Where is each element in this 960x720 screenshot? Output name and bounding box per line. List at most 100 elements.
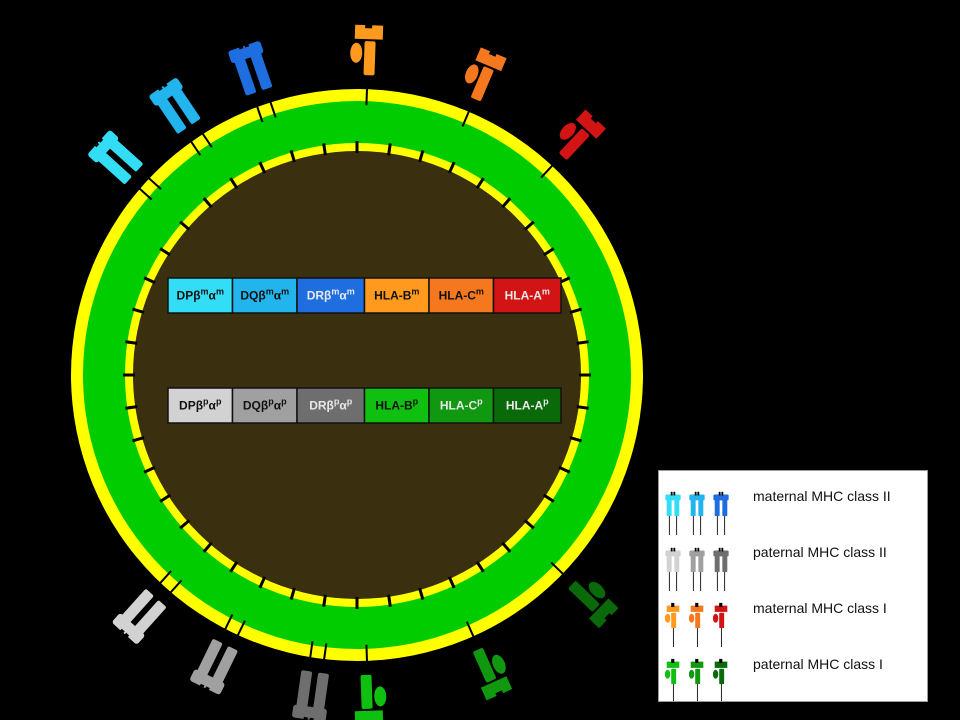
nuclear-pore <box>289 587 296 600</box>
transmembrane-anchor <box>160 579 183 604</box>
legend-molecule-icon <box>664 602 680 648</box>
gene-segment: DQβpαp <box>231 387 298 424</box>
b2-microglobulin <box>688 669 695 679</box>
maternal-mhc-class-i-molecule <box>350 19 384 76</box>
gene-segment: DQβmαm <box>231 277 298 314</box>
peptide-groove <box>480 676 513 701</box>
groove-notch <box>670 547 673 552</box>
paternal-mhc-class-ii-molecule <box>112 589 166 644</box>
groove-notch <box>721 491 724 496</box>
peptide-groove <box>689 494 705 501</box>
peptide-groove <box>475 47 507 72</box>
nuclear-pore <box>447 576 456 589</box>
peptide-groove <box>666 661 680 668</box>
maternal-mhc-class-ii-molecule <box>149 78 201 134</box>
nuclear-pore <box>132 307 145 314</box>
gene-label: DQβmαm <box>240 287 289 303</box>
transmembrane-anchor <box>128 178 153 201</box>
membrane-anchors <box>128 75 574 675</box>
nuclear-pore <box>179 220 191 231</box>
nuclear-pore <box>159 247 172 257</box>
peptide-groove <box>112 613 145 644</box>
legend-label: paternal MHC class II <box>753 544 887 560</box>
paternal-mhc-class-ii-molecule <box>292 670 329 720</box>
groove-notch <box>694 491 697 496</box>
alpha-chain <box>212 646 238 685</box>
groove-notch <box>695 658 699 663</box>
peptide-groove <box>149 78 183 106</box>
nuclear-pore <box>132 436 145 443</box>
b2-microglobulin <box>350 42 363 63</box>
beta-chain <box>722 499 728 517</box>
alpha-chain <box>690 555 696 573</box>
gene-label: DRβmαm <box>307 287 355 303</box>
nucleus <box>133 151 581 599</box>
gene-label: DQβpαp <box>243 397 287 413</box>
beta-chain <box>674 555 680 573</box>
transmembrane-anchor <box>182 129 202 156</box>
groove-notch <box>671 602 675 607</box>
heavy-chain <box>360 674 373 709</box>
peptide-groove <box>666 605 680 612</box>
gene-segment: HLA-Cm <box>428 277 495 314</box>
alpha-chain <box>714 499 720 517</box>
transmembrane-anchor <box>365 644 369 675</box>
transmembrane-anchor <box>540 154 563 179</box>
alpha-chain <box>690 499 696 517</box>
gene-label: HLA-Cp <box>440 397 483 413</box>
peptide-groove <box>354 710 384 720</box>
groove-notch <box>695 602 699 607</box>
beta-chain <box>108 139 143 172</box>
legend-molecule-icon <box>713 547 729 592</box>
legend-molecule-icon <box>689 547 705 592</box>
b2-microglobulin <box>688 613 695 623</box>
nuclear-pore <box>523 519 535 530</box>
legend-item: maternal MHC class I <box>664 600 887 648</box>
nuclear-pores <box>123 141 591 609</box>
groove-notch <box>719 658 723 663</box>
b2-microglobulin <box>712 669 719 679</box>
peptide-groove <box>292 704 327 720</box>
paternal-mhc-class-i-molecule <box>473 648 513 702</box>
nuclear-pore <box>576 405 589 410</box>
heavy-chain <box>719 668 725 685</box>
nuclear-pore <box>202 197 213 209</box>
nuclear-pore <box>576 340 589 345</box>
nuclear-pore <box>258 576 267 589</box>
legend-molecule-icon <box>688 602 704 648</box>
gene-box <box>428 387 495 424</box>
beta-chain <box>698 499 704 517</box>
alpha-chain <box>157 97 186 134</box>
groove-notch <box>671 658 675 663</box>
transmembrane-anchor <box>461 98 476 127</box>
transmembrane-anchor <box>218 614 234 643</box>
b2-microglobulin <box>664 669 671 679</box>
legend-item: paternal MHC class I <box>664 656 883 701</box>
gene-box <box>231 277 298 314</box>
maternal-mhc-class-ii-molecule <box>228 38 273 96</box>
transmembrane-anchor <box>150 570 172 594</box>
beta-chain <box>196 639 223 677</box>
nuclear-pore <box>179 519 191 530</box>
gene-label: HLA-Ap <box>506 397 549 413</box>
legend-item: paternal MHC class II <box>665 544 887 592</box>
legend-molecule-icon <box>665 491 681 536</box>
groove-notch <box>242 38 250 48</box>
gene-label: HLA-Cm <box>439 287 484 303</box>
nuclear-pore <box>202 541 213 553</box>
beta-chain <box>698 555 704 573</box>
nuclear-pore <box>542 493 555 503</box>
peptide-groove <box>713 550 729 557</box>
legend-label: paternal MHC class I <box>753 656 883 672</box>
nuclear-pore <box>229 560 239 573</box>
groove-notch <box>302 716 308 720</box>
maternal-mhc-class-i-molecule <box>559 109 606 160</box>
groove-notch <box>697 491 700 496</box>
peptide-groove <box>665 494 681 501</box>
gene-label: DRβpαp <box>309 397 353 413</box>
peptide-groove <box>689 550 705 557</box>
peptide-groove <box>588 598 619 629</box>
